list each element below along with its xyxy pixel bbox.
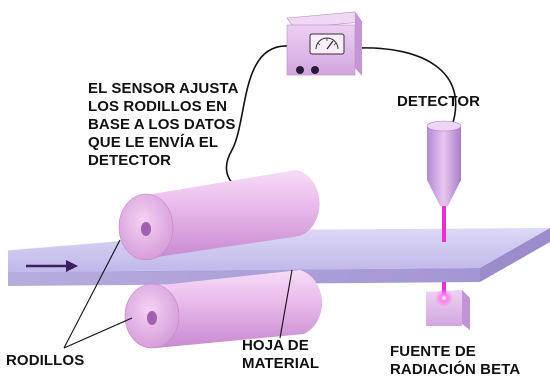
rollers-label: RODILLOS	[6, 352, 85, 369]
sensor-note-line-1: EL SENSOR AJUSTA	[88, 80, 239, 97]
detector-probe	[426, 120, 462, 206]
sensor-note-line-4: QUE LE ENVÍA EL	[88, 134, 219, 151]
indicator-dot-2	[311, 66, 319, 74]
sensor-note-line-5: DETECTOR	[88, 152, 172, 169]
sensor-note-label: EL SENSOR AJUSTA LOS RODILLOS EN BASE A …	[88, 80, 239, 170]
analog-gauge-icon	[309, 33, 345, 55]
detector-label: DETECTOR	[397, 93, 481, 110]
sensor-note-line-3: BASE A LOS DATOS	[88, 116, 236, 133]
leader-rollers-top	[63, 239, 121, 349]
source-label-line-2: RADIACIÓN BETA	[390, 361, 521, 376]
sheet-label-line-1: HOJA DE	[242, 337, 309, 354]
top-roller	[118, 170, 320, 261]
sensor-note-line-2: LOS RODILLOS EN	[88, 98, 228, 115]
right-arrow-icon	[26, 260, 78, 272]
indicator-dot-1	[296, 66, 304, 74]
sheet-label: HOJA DE MATERIAL	[242, 337, 319, 373]
leader-sheet	[279, 269, 293, 339]
sensor-cable-right	[357, 47, 457, 127]
bottom-roller	[124, 270, 323, 349]
beta-source-glow	[435, 289, 453, 307]
sheet-label-line-2: MATERIAL	[242, 355, 320, 372]
leader-rollers-bottom	[63, 317, 133, 349]
source-label-line-1: FUENTE DE	[390, 343, 476, 360]
beta-beam-upper	[442, 206, 446, 242]
control-box	[286, 11, 363, 76]
radiation-source	[426, 282, 470, 330]
source-label: FUENTE DE RADIACIÓN BETA	[390, 343, 520, 376]
